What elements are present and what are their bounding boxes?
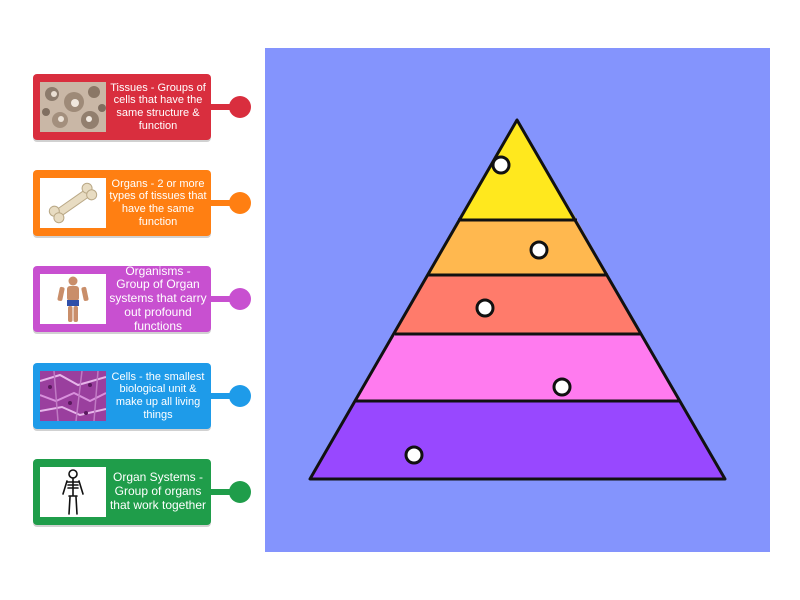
card-tissues-connector xyxy=(211,104,235,110)
card-cells-handle[interactable] xyxy=(229,385,251,407)
pyramid-level-5 xyxy=(310,401,725,479)
card-organ-systems-connector xyxy=(211,489,235,495)
card-organs[interactable]: Organs - 2 or more types of tissues that… xyxy=(33,170,251,236)
pyramid-level-2 xyxy=(427,220,608,275)
card-cells-connector xyxy=(211,393,235,399)
card-cells-label: Cells - the smallest biological unit & m… xyxy=(111,370,205,421)
drop-target-4[interactable] xyxy=(552,377,572,397)
pyramid-level-4 xyxy=(356,334,679,401)
drop-target-5[interactable] xyxy=(404,445,424,465)
card-organisms-connector xyxy=(211,296,235,302)
card-organs-label: Organs - 2 or more types of tissues that… xyxy=(109,177,207,228)
card-organs-handle[interactable] xyxy=(229,192,251,214)
card-organs-connector xyxy=(211,200,235,206)
drop-target-3[interactable] xyxy=(475,298,495,318)
card-organ-systems[interactable]: Organ Systems - Group of organs that wor… xyxy=(33,459,251,525)
card-organ-systems-label: Organ Systems - Group of organs that wor… xyxy=(109,470,207,512)
tissue-micrograph-image xyxy=(40,82,106,132)
drop-target-1[interactable] xyxy=(491,155,511,175)
drop-target-2[interactable] xyxy=(529,240,549,260)
bone-icon xyxy=(40,178,106,228)
pyramid-diagram xyxy=(308,118,727,481)
skeleton-icon xyxy=(40,467,106,517)
card-organisms-label: Organisms - Group of Organ systems that … xyxy=(109,263,207,333)
card-organisms[interactable]: Organisms - Group of Organ systems that … xyxy=(33,263,251,333)
pyramid-outline xyxy=(308,118,727,481)
card-tissues-handle[interactable] xyxy=(229,96,251,118)
cell-micrograph-image xyxy=(40,371,106,421)
human-figure-icon xyxy=(40,274,106,324)
card-organisms-handle[interactable] xyxy=(229,288,251,310)
card-organ-systems-handle[interactable] xyxy=(229,481,251,503)
pyramid-board xyxy=(265,48,770,552)
pyramid-level-1 xyxy=(458,120,577,220)
card-cells[interactable]: Cells - the smallest biological unit & m… xyxy=(33,363,251,429)
card-tissues[interactable]: Tissues - Groups of cells that have the … xyxy=(33,74,251,140)
card-tissues-label: Tissues - Groups of cells that have the … xyxy=(110,81,206,132)
pyramid-level-3 xyxy=(395,275,640,334)
